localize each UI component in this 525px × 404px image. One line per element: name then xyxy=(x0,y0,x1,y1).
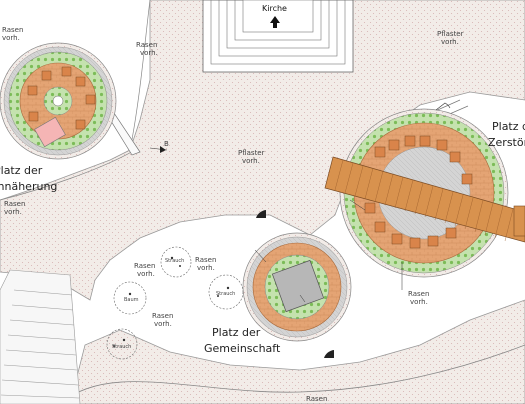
pink-box xyxy=(34,116,66,148)
label-baum: Baum xyxy=(124,297,139,303)
label-strauch-3: Strauch xyxy=(112,344,131,350)
label-rasen-right-sub: vorh. xyxy=(410,298,428,306)
label-rasen-lawn-1: Rasen xyxy=(134,262,155,270)
label-annaeherung-1: Platz der xyxy=(0,164,43,177)
label-rasen-right: Rasen xyxy=(408,290,429,298)
leader-lines xyxy=(254,199,403,303)
lawn-edge-top xyxy=(129,0,151,151)
label-rasen-bottom: Rasen xyxy=(306,395,327,403)
label-annaeherung-2: Annäherung xyxy=(0,180,57,193)
label-zerstoerung-2: Zerstörung xyxy=(488,136,525,149)
plants xyxy=(106,246,244,360)
lamp-dots xyxy=(113,265,219,347)
lower-path-band xyxy=(69,299,525,404)
label-rasen-lawn-2: Rasen xyxy=(195,256,216,264)
entrance-arrow-icon xyxy=(270,16,280,28)
label-strauch-1: Strauch xyxy=(165,258,184,264)
stairs xyxy=(0,269,81,404)
label-kirche: Kirche xyxy=(262,4,287,13)
label-rasen-lawn-3: Rasen xyxy=(152,312,173,320)
swing-mark-1 xyxy=(435,102,451,111)
label-pflaster-top-sub: vorh. xyxy=(441,38,459,46)
label-rasen-left: Rasen xyxy=(4,200,25,208)
label-rasen-tl-sub: vorh. xyxy=(2,34,20,42)
label-pflaster-top: Pflaster xyxy=(437,30,464,38)
label-rasen-lawn-1-sub: vorh. xyxy=(137,270,155,278)
seat-blocks-right xyxy=(364,135,473,249)
label-pflaster-mid: Pflaster xyxy=(238,149,265,157)
section-marker: B xyxy=(149,140,169,153)
grey-box xyxy=(271,259,325,313)
label-rasen-lawn-3-sub: vorh. xyxy=(154,320,172,328)
label-strauch-2: Strauch xyxy=(216,291,235,297)
seat-blocks-left xyxy=(27,66,96,130)
label-gemeinschaft-2: Gemeinschaft xyxy=(204,342,281,355)
label-rasen-top: Rasen xyxy=(136,41,157,49)
bridge xyxy=(324,156,525,243)
label-rasen-lawn-2-sub: vorh. xyxy=(197,264,215,272)
label-pflaster-mid-sub: vorh. xyxy=(242,157,260,165)
plant-centers xyxy=(122,256,230,342)
lower-path-edge xyxy=(59,344,525,404)
church xyxy=(202,0,354,73)
label-rasen-top-sub: vorh. xyxy=(140,49,158,57)
label-gemeinschaft-1: Platz der xyxy=(212,326,261,339)
circle-gemeinschaft xyxy=(242,232,352,342)
label-rasen-tl: Rasen xyxy=(2,26,23,34)
label-zerstoerung-1: Platz der xyxy=(492,120,525,133)
swing-mark-2 xyxy=(256,210,266,218)
label-rasen-left-sub: vorh. xyxy=(4,208,22,216)
section-label: B xyxy=(164,140,169,148)
circle-annaeherung xyxy=(0,42,117,160)
lawn-edge-left xyxy=(0,149,136,201)
swing-mark-3 xyxy=(324,350,334,358)
